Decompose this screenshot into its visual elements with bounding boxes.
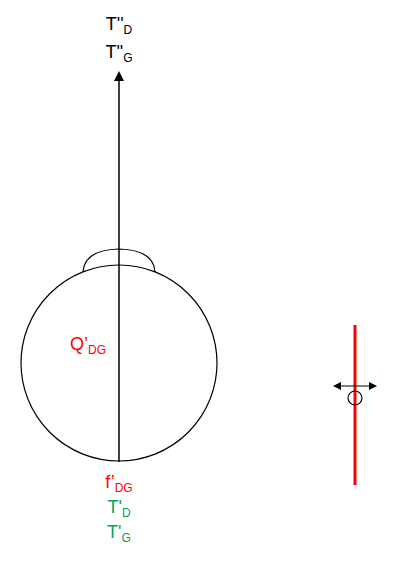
small-circle — [348, 391, 362, 405]
symbol-label: T''D — [106, 14, 133, 40]
arrow-head — [369, 382, 377, 390]
symbol-label: T'D — [107, 497, 130, 523]
symbol-label: f’DG — [105, 472, 132, 498]
symbol-label: Q’DG — [70, 334, 106, 360]
symbol-label: T''G — [105, 42, 132, 68]
symbol-label: T'G — [107, 522, 131, 548]
double-arrow — [337, 385, 373, 386]
optical-axis-arrow — [118, 76, 120, 462]
arrow-head — [333, 382, 341, 390]
